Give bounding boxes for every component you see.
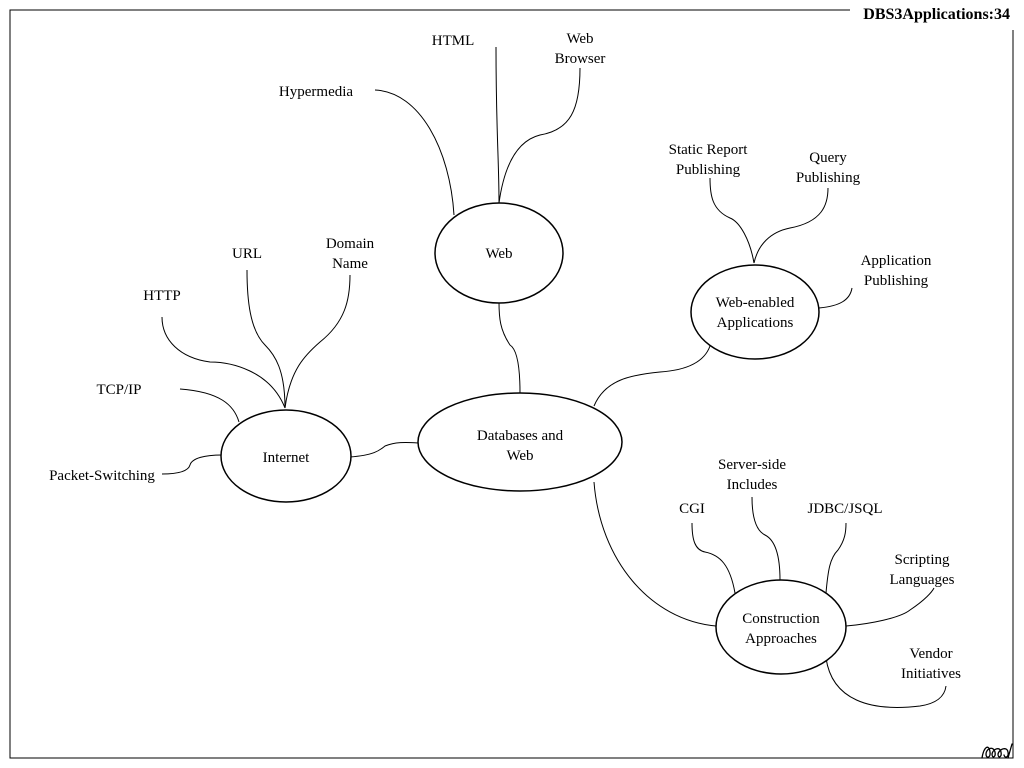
node-internet: Internet — [220, 409, 352, 503]
node-web-enabled-line-2: Applications — [717, 315, 794, 331]
leaf-static-report-line-1: Static Report — [669, 142, 749, 158]
node-web-enabled: Web-enabled Applications — [690, 264, 820, 360]
edge-internet-url — [246, 269, 286, 409]
edge-center-webenabled — [593, 345, 711, 407]
leaf-http: HTTP — [143, 288, 181, 304]
node-center: Databases and Web — [417, 392, 623, 492]
leaf-domain-name-line-1: Domain — [326, 236, 375, 252]
page-label: DBS3Applications:34 — [859, 6, 1014, 24]
leaf-web-browser-line-2: Browser — [555, 51, 606, 67]
node-web-enabled-line-1: Web-enabled — [716, 295, 795, 311]
node-construction-line-2: Approaches — [745, 631, 817, 647]
edge-construction-cgi — [691, 522, 736, 594]
leaf-static-report-line-2: Publishing — [676, 162, 741, 178]
leaf-packet-switching: Packet-Switching — [49, 468, 155, 484]
edge-center-web — [498, 301, 521, 394]
edge-construction-serverside — [751, 496, 781, 581]
edge-web-browser — [498, 67, 581, 204]
leaf-html: HTML — [432, 33, 475, 49]
leaf-query-line-2: Publishing — [796, 170, 861, 186]
leaf-hypermedia: Hypermedia — [279, 84, 353, 100]
leaf-cgi: CGI — [679, 501, 705, 517]
node-web: Web — [434, 202, 564, 304]
node-center-line-2: Web — [506, 448, 533, 464]
leaf-web-browser-line-1: Web — [566, 31, 593, 47]
edge-web-html — [495, 46, 500, 204]
leaf-domain-name-line-2: Name — [332, 256, 368, 272]
edge-internet-tcpip — [179, 388, 240, 423]
leaf-application-line-2: Publishing — [864, 273, 929, 289]
edge-construction-vendor — [825, 657, 947, 708]
leaf-scripting-line-2: Languages — [890, 572, 955, 588]
leaf-jdbc: JDBC/JSQL — [807, 501, 882, 517]
edge-construction-scripting — [845, 587, 935, 627]
edge-center-construction — [593, 481, 717, 627]
leaf-application-line-1: Application — [861, 253, 932, 269]
leaf-query-line-1: Query — [809, 150, 847, 166]
node-construction-line-1: Construction — [742, 611, 820, 627]
edge-center-internet — [349, 441, 419, 458]
publisher-logo-icon — [981, 743, 1013, 759]
leaf-server-side-line-1: Server-side — [718, 457, 786, 473]
edge-web-hypermedia — [374, 89, 455, 216]
leaf-tcp-ip: TCP/IP — [96, 382, 141, 398]
node-construction: Construction Approaches — [715, 579, 847, 675]
leaf-url: URL — [232, 246, 262, 262]
edge-internet-http — [161, 316, 286, 409]
node-center-line-1: Databases and — [477, 428, 564, 444]
edge-internet-packet — [161, 454, 223, 475]
edge-webenabled-query — [753, 187, 829, 264]
leaf-scripting-line-1: Scripting — [895, 552, 950, 568]
page-border — [9, 9, 1014, 759]
node-web-label: Web — [485, 246, 512, 262]
leaf-vendor-line-1: Vendor — [909, 646, 952, 662]
leaf-vendor-line-2: Initiatives — [901, 666, 961, 682]
edge-webenabled-static — [709, 177, 755, 264]
leaf-server-side-line-2: Includes — [727, 477, 778, 493]
edge-webenabled-application — [818, 287, 853, 309]
node-internet-label: Internet — [263, 450, 310, 466]
edge-internet-domain — [284, 274, 351, 409]
edge-construction-jdbc — [825, 522, 847, 594]
